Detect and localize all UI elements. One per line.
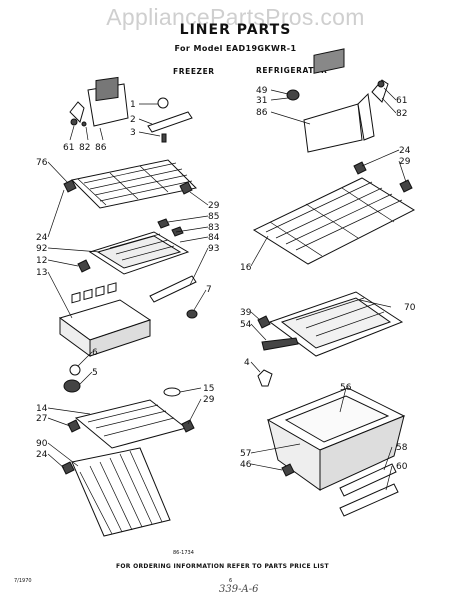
callout-70: 70 (404, 303, 416, 313)
callout-6: 6 (92, 348, 98, 358)
callout-15: 15 (203, 384, 214, 394)
callout-92: 92 (36, 244, 47, 254)
clip-7 (186, 309, 198, 319)
watermark: AppliancePartsPros.com (106, 4, 365, 30)
callout-24-lower: 24 (36, 450, 48, 460)
callout-24-ref: 24 (399, 146, 411, 156)
callout-58: 58 (396, 443, 408, 453)
part-15 (163, 387, 181, 397)
freezer-lower-wire-shelf (67, 399, 195, 449)
freezer-wire-basket (61, 447, 171, 537)
callout-39: 39 (240, 308, 252, 318)
date-code: 7/1970 (14, 578, 32, 584)
page-title: LINER PARTS (179, 22, 292, 38)
ice-cube-tray (58, 282, 152, 357)
callout-83: 83 (208, 223, 219, 233)
callout-85: 85 (208, 212, 219, 222)
callout-86: 86 (95, 143, 107, 153)
callout-24: 24 (36, 233, 48, 243)
callout-31: 31 (256, 96, 267, 106)
callout-27: 27 (36, 414, 47, 424)
freezer-wire-shelf (63, 159, 198, 209)
part-4 (257, 369, 273, 387)
callout-60: 60 (396, 462, 408, 472)
part-5 (63, 379, 81, 393)
drawing-code: 86-1734 (173, 550, 194, 556)
callout-29-lower: 29 (203, 395, 215, 405)
callout-16: 16 (240, 263, 252, 273)
bar-58 (339, 463, 397, 497)
callout-13: 13 (36, 268, 47, 278)
callout-7: 7 (206, 285, 212, 295)
callout-3: 3 (130, 128, 136, 138)
refrigerator-callouts: 49 31 86 61 82 24 29 16 39 54 70 4 56 57… (240, 86, 416, 472)
handwritten-note: 339-A-6 (219, 584, 259, 595)
callout-46: 46 (240, 460, 252, 470)
crisper-cover (257, 291, 404, 357)
refrigerator-light-housing (286, 48, 389, 153)
section-freezer-heading: FREEZER (173, 67, 215, 76)
callout-84: 84 (208, 233, 220, 243)
callout-90: 90 (36, 439, 48, 449)
leader-lines (47, 87, 407, 491)
callout-29-ref: 29 (399, 157, 411, 167)
callout-5: 5 (92, 368, 98, 378)
callout-54: 54 (240, 320, 252, 330)
model-subtitle: For Model EAD19GKWR-1 (174, 44, 297, 53)
ordering-footer: FOR ORDERING INFORMATION REFER TO PARTS … (116, 563, 329, 570)
callout-1: 1 (130, 100, 136, 110)
callout-82-ref: 82 (396, 109, 407, 119)
refrigerator-wire-shelf (252, 161, 416, 265)
callout-4: 4 (244, 358, 250, 368)
callout-49: 49 (256, 86, 268, 96)
section-refrigerator-heading: REFRIGERATOR (256, 66, 328, 75)
part-6 (69, 364, 81, 376)
bar-60 (339, 483, 399, 517)
callout-61-ref: 61 (396, 96, 407, 106)
freezer-trim-bar (149, 275, 197, 303)
callout-86-ref: 86 (256, 108, 268, 118)
freezer-callouts: 1 2 3 61 82 86 76 29 85 83 84 24 92 12 9… (36, 100, 220, 460)
callout-93: 93 (208, 244, 219, 254)
light-housing-part (69, 76, 129, 127)
callout-2: 2 (130, 115, 136, 125)
callout-56: 56 (340, 383, 352, 393)
callout-61: 61 (63, 143, 74, 153)
callout-12: 12 (36, 256, 47, 266)
callout-82: 82 (79, 143, 90, 153)
callout-29: 29 (208, 201, 220, 211)
callout-14: 14 (36, 404, 48, 414)
ice-tray-shelf-part (77, 218, 190, 275)
bulb-part (147, 97, 193, 143)
callout-57: 57 (240, 449, 251, 459)
crisper-drawer (266, 387, 406, 491)
callout-76: 76 (36, 158, 48, 168)
page-number: 6 (229, 578, 233, 584)
